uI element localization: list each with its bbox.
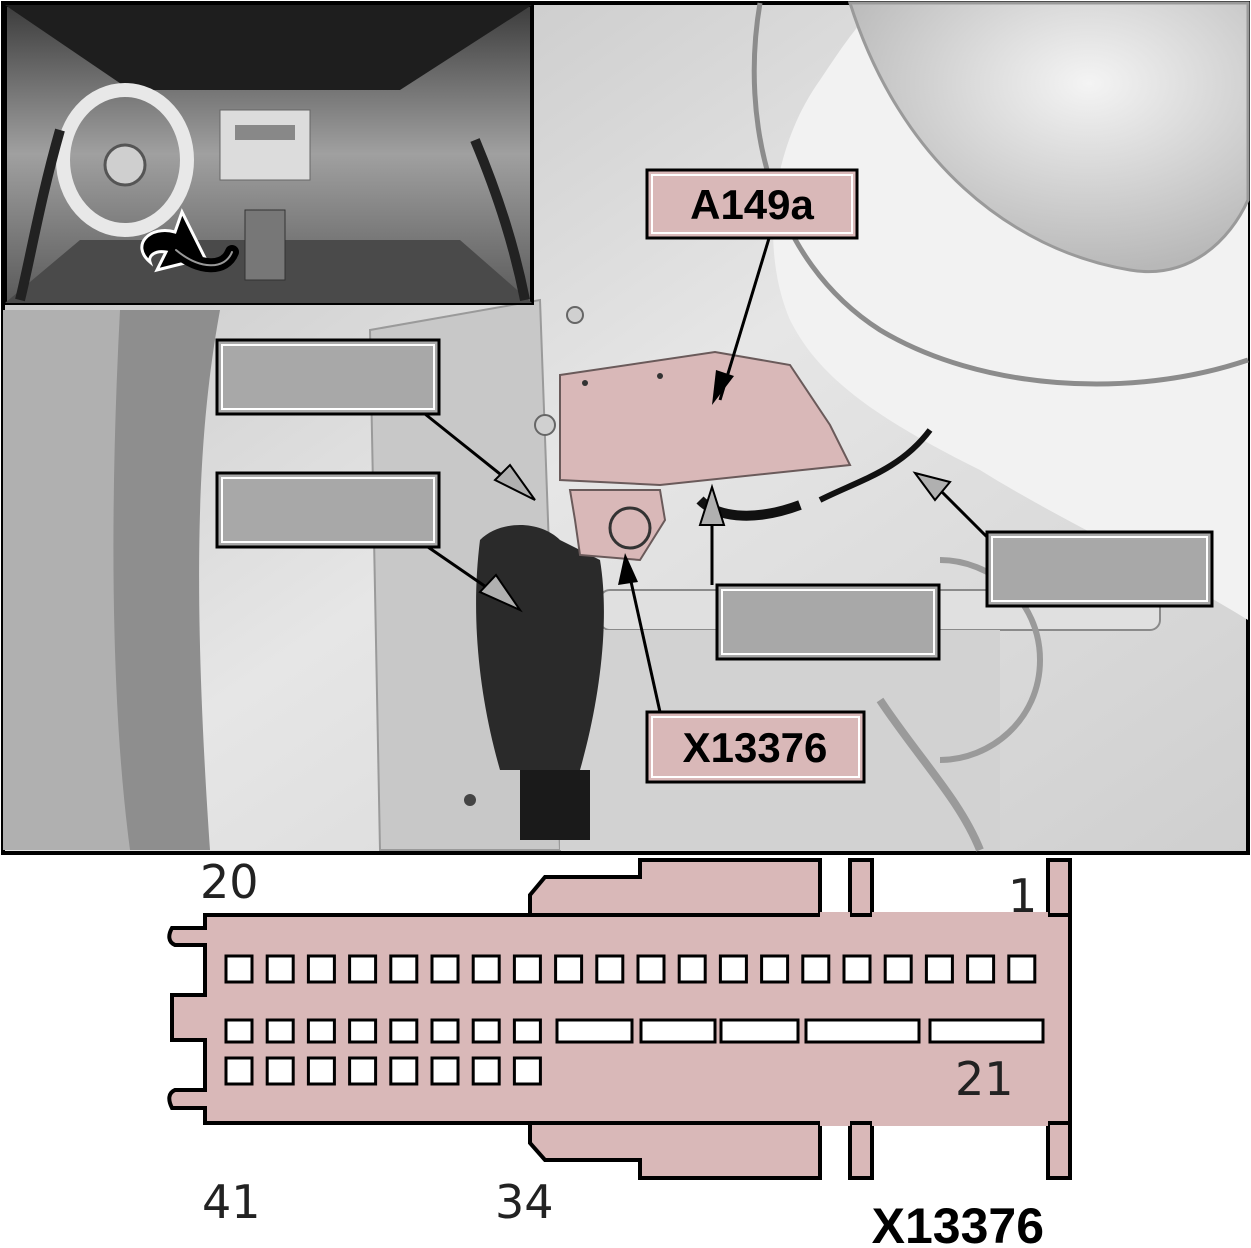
pin-cavity <box>265 954 295 984</box>
pin-cavity <box>760 954 790 984</box>
pin-cavity <box>224 1056 254 1086</box>
pin-cavity <box>430 1018 460 1044</box>
pin-cavity <box>1007 954 1037 984</box>
pin-cavity <box>389 954 419 984</box>
pin-cavity <box>265 1018 295 1044</box>
callout-arrows <box>419 234 992 713</box>
connector-title: X13376 <box>872 1198 1044 1248</box>
blank-callout-3 <box>715 583 941 661</box>
pin-cavities <box>224 954 1045 1086</box>
pin-cavity <box>471 1018 501 1044</box>
pin-cavity-wide <box>719 1018 800 1044</box>
a149a-module-shape <box>559 350 852 562</box>
pin-label-1: 1 <box>1008 869 1037 923</box>
pin-cavity <box>471 1056 501 1086</box>
pin-cavity-wide <box>555 1018 634 1044</box>
pin-cavity <box>966 954 996 984</box>
location-arrow-icon <box>140 208 239 273</box>
pin-cavity-wide <box>639 1018 717 1044</box>
pin-cavity <box>595 954 625 984</box>
blank-callout-1 <box>215 338 441 416</box>
callout-x13376-label: X13376 <box>683 724 828 771</box>
pin-label-41: 41 <box>202 1175 261 1229</box>
pin-cavity-wide <box>804 1018 921 1044</box>
connector-pinout: 20 1 21 41 34 X13376 <box>167 855 1072 1248</box>
callout-x13376: X13376 <box>645 710 866 784</box>
pin-cavity <box>348 954 378 984</box>
pin-cavity <box>306 954 336 984</box>
pin-cavity <box>471 954 501 984</box>
callout-a149a: A149a <box>645 168 859 240</box>
pin-cavity <box>883 954 913 984</box>
pin-cavity <box>718 954 748 984</box>
pin-cavity <box>677 954 707 984</box>
pin-cavity <box>265 1056 295 1086</box>
pin-cavity <box>512 1018 542 1044</box>
pin-cavity <box>224 954 254 984</box>
pin-cavity <box>430 1056 460 1086</box>
pin-cavity <box>801 954 831 984</box>
callout-a149a-label: A149a <box>690 181 814 228</box>
pin-cavity <box>224 1018 254 1044</box>
pin-cavity <box>512 1056 542 1086</box>
inset-overview-photo <box>3 3 534 305</box>
pin-cavity <box>924 954 954 984</box>
pin-cavity <box>430 954 460 984</box>
pin-cavity <box>554 954 584 984</box>
installation-photo <box>1 1 1250 855</box>
pin-cavity <box>306 1018 336 1044</box>
pin-cavity <box>306 1056 336 1086</box>
pin-cavity <box>348 1056 378 1086</box>
pin-cavity <box>512 954 542 984</box>
pin-label-20: 20 <box>200 855 259 909</box>
pin-cavity <box>348 1018 378 1044</box>
pin-cavity <box>636 954 666 984</box>
pin-label-34: 34 <box>495 1175 554 1229</box>
pin-label-21: 21 <box>955 1052 1014 1106</box>
pin-cavity <box>842 954 872 984</box>
pin-cavity <box>389 1056 419 1086</box>
blank-callout-2 <box>215 471 441 549</box>
blank-callout-4 <box>985 530 1214 608</box>
pin-cavity <box>389 1018 419 1044</box>
pin-cavity-wide <box>928 1018 1045 1044</box>
